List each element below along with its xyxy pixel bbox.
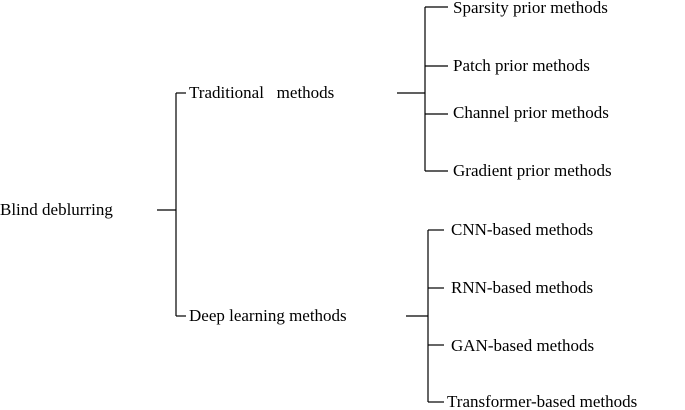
leaf-channel-prior: Channel prior methods — [453, 103, 609, 122]
leaf-cnn-based: CNN-based methods — [451, 220, 593, 239]
branch-label-traditional: Traditional methods — [189, 83, 334, 102]
leaf-transformer-based: Transformer-based methods — [447, 392, 637, 410]
root-label: Blind deblurring — [0, 200, 113, 219]
leaf-patch-prior: Patch prior methods — [453, 56, 590, 75]
leaf-gan-based: GAN-based methods — [451, 336, 594, 355]
leaf-rnn-based: RNN-based methods — [451, 278, 593, 297]
leaf-sparsity-prior: Sparsity prior methods — [453, 0, 608, 17]
leaf-gradient-prior: Gradient prior methods — [453, 161, 612, 180]
branch-label-deep-learning: Deep learning methods — [189, 306, 347, 325]
